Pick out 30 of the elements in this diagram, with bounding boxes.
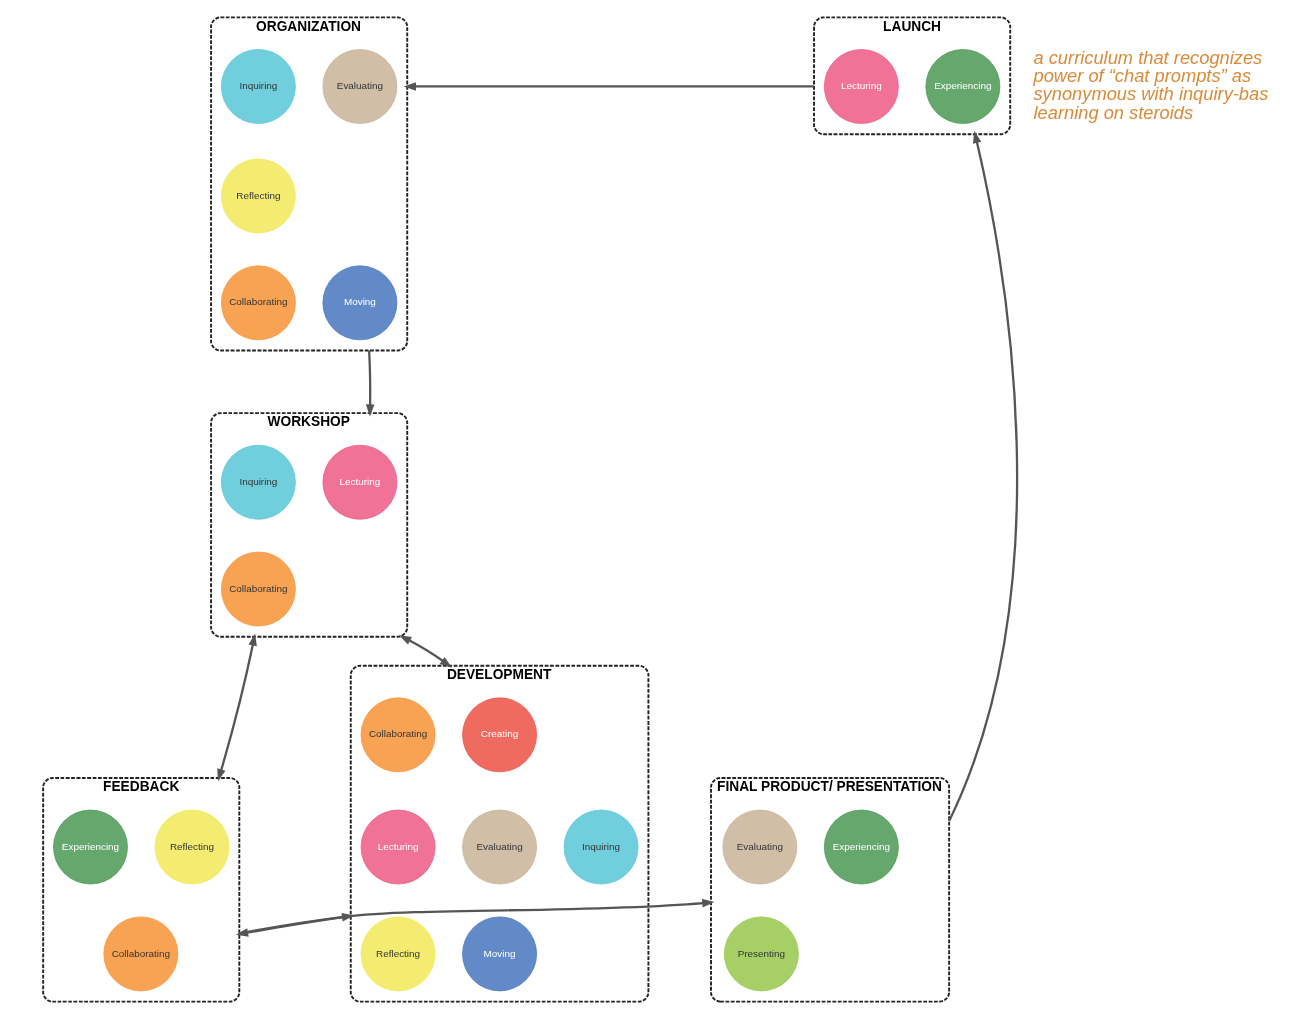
node-circle: Moving	[462, 916, 537, 992]
arrow	[948, 130, 1018, 822]
node-circle: Experiencing	[53, 809, 128, 885]
node-circle: Lecturing	[823, 49, 899, 124]
node-circle: Reflecting	[221, 158, 296, 234]
node-circle: Presenting	[724, 916, 799, 992]
node-circle: Evaluating	[462, 809, 537, 885]
node-circle: Reflecting	[154, 809, 230, 885]
node-circle: Reflecting	[360, 916, 436, 992]
node-circle: Lecturing	[360, 809, 436, 885]
node-circle: Evaluating	[322, 49, 398, 124]
node-circle: Lecturing	[322, 444, 398, 520]
arrow	[239, 898, 715, 935]
node-circle: Inquiring	[563, 809, 639, 885]
node-circle: Inquiring	[221, 444, 296, 520]
node-circle: Collaborating	[221, 551, 296, 627]
node-circle: Creating	[462, 697, 537, 773]
node-circle: Moving	[322, 265, 398, 341]
node-circle: Inquiring	[221, 49, 296, 124]
node-circle: Evaluating	[722, 809, 798, 885]
node-circle: Collaborating	[360, 697, 436, 773]
node-circle: Collaborating	[221, 265, 296, 341]
node-circle: Experiencing	[925, 49, 1001, 124]
arrow	[399, 635, 452, 668]
arrow	[365, 350, 375, 417]
node-circle: Collaborating	[103, 916, 179, 992]
label: a curriculum that recognizes power of “chat prompts” as synonymous with inquiry-bas learning on steroids	[1033, 46, 1269, 123]
arrow	[217, 633, 257, 782]
node-circle: Experiencing	[823, 809, 899, 885]
arrow	[403, 82, 815, 91]
